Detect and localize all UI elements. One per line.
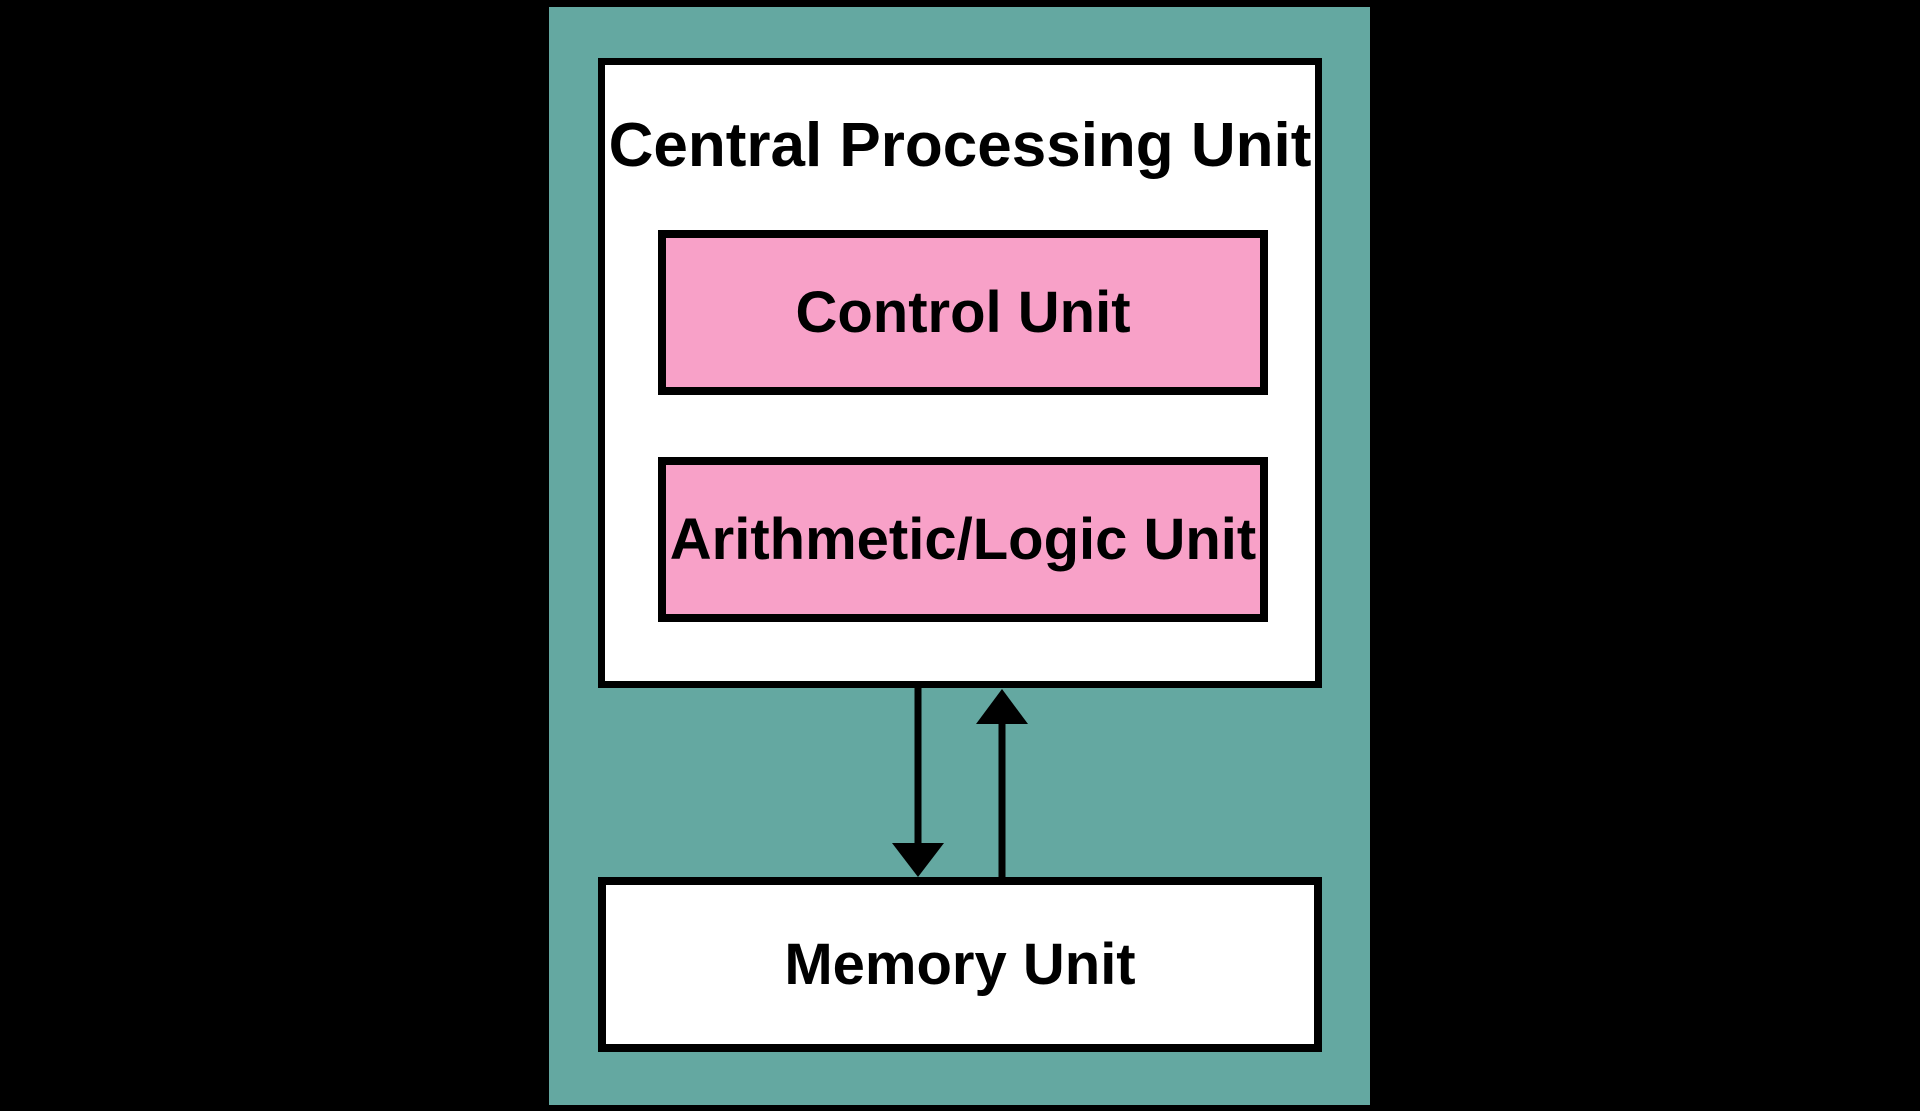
alu-label: Arithmetic/Logic Unit bbox=[669, 507, 1257, 572]
alu-box: Arithmetic/Logic Unit bbox=[658, 457, 1268, 622]
arrow-up-icon bbox=[976, 689, 1028, 877]
control-unit-box: Control Unit bbox=[658, 230, 1268, 395]
cpu-memory-data-flow bbox=[892, 682, 1028, 877]
memory-unit-label: Memory Unit bbox=[784, 932, 1136, 997]
cpu-title: Central Processing Unit bbox=[608, 111, 1312, 180]
arrow-down-icon bbox=[892, 682, 944, 877]
control-unit-label: Control Unit bbox=[795, 280, 1131, 345]
memory-unit-box: Memory Unit bbox=[598, 877, 1322, 1052]
